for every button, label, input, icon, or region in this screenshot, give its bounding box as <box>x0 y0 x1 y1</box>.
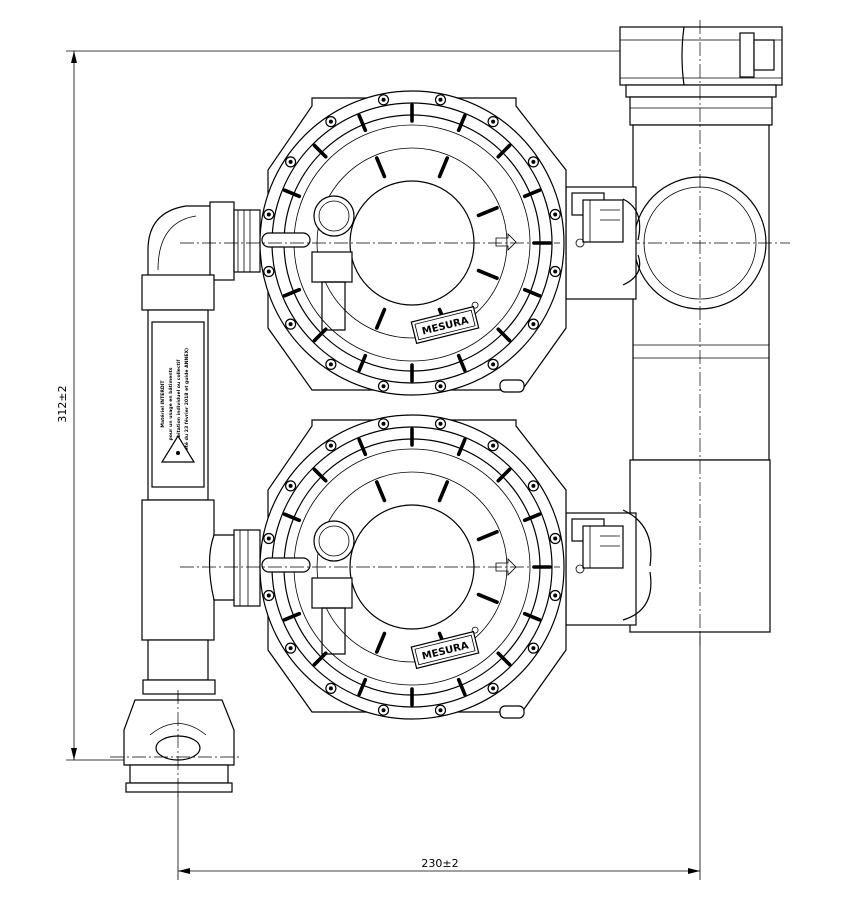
bolt-center <box>288 159 293 164</box>
bolt-center <box>288 646 293 651</box>
outer-rib <box>357 353 368 373</box>
bolt-center <box>381 421 386 426</box>
bolt-center <box>491 362 496 367</box>
bolt-center <box>531 646 536 651</box>
bolt-center <box>266 269 271 274</box>
outer-rib <box>456 113 467 133</box>
bolt-center <box>438 421 443 426</box>
outer-rib <box>496 467 512 483</box>
outer-rib <box>456 437 467 457</box>
bolt-center <box>328 119 333 124</box>
bolt-center <box>553 212 558 217</box>
bolt-center <box>266 536 271 541</box>
inner-rib <box>476 592 499 605</box>
warning-triangle-icon <box>160 434 196 463</box>
bolt-center <box>288 322 293 327</box>
warning-label: Matériel INTERDIT pour un usage en bâtim… <box>151 321 205 488</box>
outer-rib <box>357 113 368 133</box>
bolt-center <box>553 269 558 274</box>
outer-rib <box>282 611 302 622</box>
bolt-center <box>328 443 333 448</box>
inlet-pipe <box>110 201 261 800</box>
width-dimension-label: 230±2 <box>421 857 458 870</box>
inner-rib <box>374 307 387 330</box>
bolt-center <box>553 536 558 541</box>
bolt-center <box>438 384 443 389</box>
bolt-center <box>328 686 333 691</box>
inner-rib <box>437 480 450 503</box>
outer-rib <box>522 611 542 622</box>
inner-rib <box>374 480 387 503</box>
outer-rib <box>357 677 368 697</box>
warning-line-1: Matériel INTERDIT <box>159 380 166 428</box>
bolt-center <box>531 322 536 327</box>
inner-rib <box>476 205 499 218</box>
bolt-center <box>491 119 496 124</box>
bottom-outlet-connector <box>565 509 652 626</box>
inner-rib <box>476 529 499 542</box>
inner-rib <box>437 156 450 179</box>
bolt-center <box>531 159 536 164</box>
bolt-center <box>553 593 558 598</box>
bolt-center <box>266 593 271 598</box>
outer-rib <box>456 677 467 697</box>
warning-line-2: pour un usage en bâtiments <box>167 367 174 440</box>
outer-rib <box>282 287 302 298</box>
height-dimension: 312±2 <box>56 50 700 761</box>
outer-rib <box>312 467 328 483</box>
bolt-center <box>328 362 333 367</box>
bolt-center <box>381 384 386 389</box>
bolt-center <box>381 97 386 102</box>
bolt-center <box>531 483 536 488</box>
outer-rib <box>357 437 368 457</box>
outlet-manifold <box>560 20 790 645</box>
bolt-center <box>266 212 271 217</box>
outer-rib <box>522 512 542 523</box>
bolt-center <box>491 686 496 691</box>
bolt-center <box>288 483 293 488</box>
outer-rib <box>312 327 328 343</box>
outer-rib <box>522 188 542 199</box>
bolt-center <box>438 97 443 102</box>
bolt-center <box>491 443 496 448</box>
height-dimension-label: 312±2 <box>56 385 69 422</box>
bolt-center <box>381 708 386 713</box>
flange-bolts <box>263 94 561 392</box>
warning-line-3: d'habitation individuel ou collectif <box>176 359 182 449</box>
outer-rib <box>282 188 302 199</box>
bolt-center <box>438 708 443 713</box>
outer-rib <box>496 327 512 343</box>
outer-rib <box>312 651 328 667</box>
outer-rib <box>522 287 542 298</box>
top-outlet-connector <box>565 186 641 300</box>
flange-bolts <box>263 418 561 716</box>
inner-rib <box>476 268 499 281</box>
inner-rib <box>374 156 387 179</box>
outer-rib <box>496 651 512 667</box>
outer-rib <box>496 143 512 159</box>
outer-rib <box>312 143 328 159</box>
warning-line-4: (arrêté du 23 février 2018 et guide ANNE… <box>183 348 190 460</box>
inner-rib <box>374 631 387 654</box>
outer-rib <box>456 353 467 373</box>
outer-rib <box>282 512 302 523</box>
